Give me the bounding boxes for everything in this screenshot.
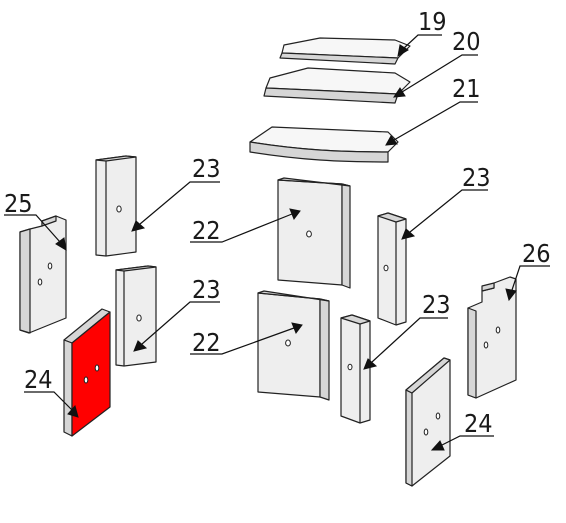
label-24-lower-right: 24 (464, 409, 493, 438)
part-25-left-side-panel[interactable] (19, 215, 67, 334)
part-26-right-side-panel[interactable] (467, 276, 517, 399)
label-23-upper-right: 23 (462, 163, 491, 192)
label-23-lower-right: 23 (422, 290, 451, 319)
part-24-highlight-face (71, 311, 111, 437)
part-22-rear-brick-lower[interactable] (257, 290, 330, 401)
part-22-rear-brick-upper[interactable] (277, 177, 351, 289)
label-26: 26 (522, 239, 551, 268)
label-20: 20 (452, 27, 481, 56)
label-23-lower-left: 23 (192, 275, 221, 304)
label-19: 19 (418, 7, 447, 36)
part-20-middle-plate[interactable] (263, 67, 411, 104)
part-23-side-brick-lower-right[interactable] (340, 314, 371, 424)
label-22-lower: 22 (192, 328, 221, 357)
part-number-labels: 19 20 21 23 22 23 25 23 22 23 26 24 24 (4, 7, 551, 438)
leader-lines (4, 34, 550, 451)
part-24-highlighted-panel[interactable] (63, 308, 111, 437)
part-19-top-plate[interactable] (279, 37, 411, 65)
label-23-upper-left: 23 (192, 154, 221, 183)
label-21: 21 (452, 74, 481, 103)
part-24-lower-right-panel[interactable] (405, 357, 451, 487)
part-23-side-brick-upper-left[interactable] (95, 155, 137, 257)
label-24-red: 24 (24, 365, 53, 394)
part-23-side-brick-upper-right[interactable] (377, 212, 407, 326)
label-25: 25 (4, 189, 33, 218)
part-21-curved-plate[interactable] (249, 126, 399, 163)
label-22-upper: 22 (192, 216, 221, 245)
